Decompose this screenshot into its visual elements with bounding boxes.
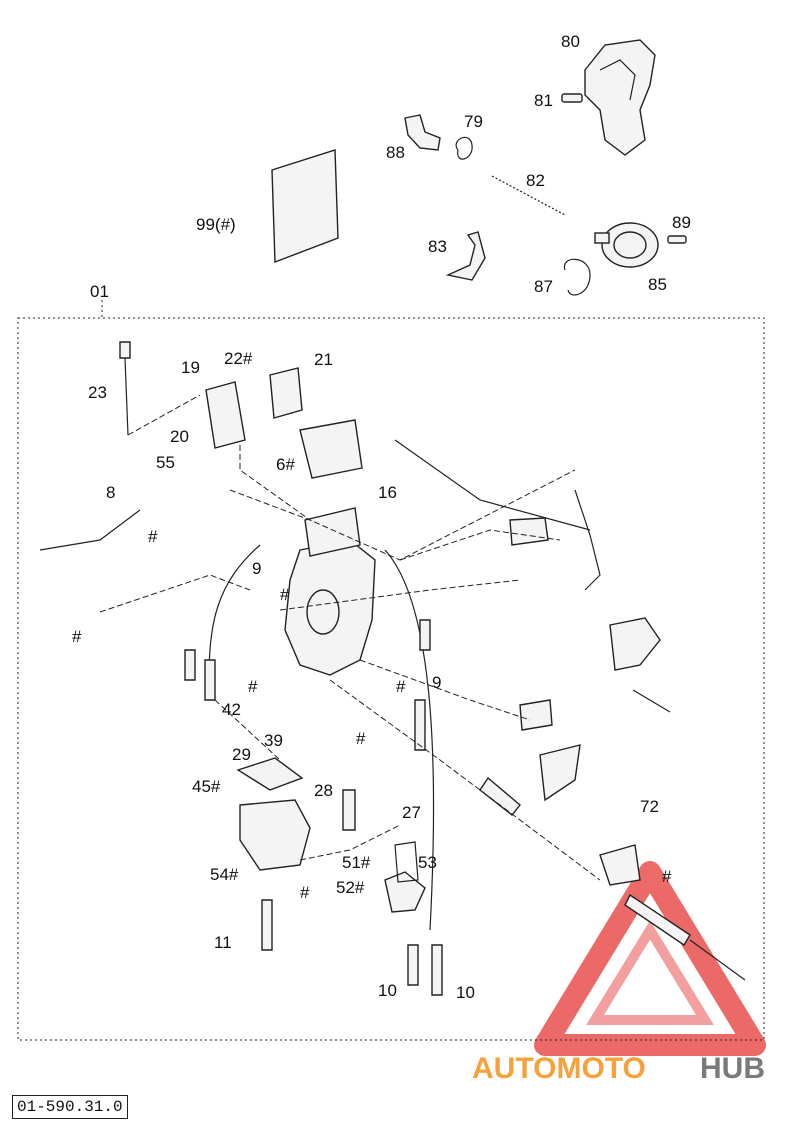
label-87: 87 [534,277,553,296]
label-79: 79 [464,112,483,131]
label-29: 29 [232,745,251,764]
label-52: 52# [336,878,365,897]
float-bowl [236,757,311,871]
label-88: 88 [386,143,405,162]
cables-and-hoses [39,341,601,996]
gasket-sheet-99 [271,149,339,264]
label-53: 53 [418,853,437,872]
clip-79 [455,136,473,160]
label-hash-f: # [356,729,366,748]
label-10-right: 10 [456,983,475,1002]
label-83: 83 [428,237,447,256]
screw-89 [667,235,687,244]
screw-81 [561,93,583,103]
label-72: 72 [640,797,659,816]
label-9-left: 9 [252,559,261,578]
label-54: 54# [210,865,239,884]
label-55: 55 [156,453,175,472]
label-hash-c: # [72,627,82,646]
label-8: 8 [106,483,115,502]
label-group-01: 01 [90,282,109,301]
label-hash-b: # [280,585,290,604]
label-80: 80 [561,32,580,51]
spring-82 [491,175,566,216]
label-42: 42 [222,700,241,719]
label-81: 81 [534,91,553,110]
assembly-lines [99,394,601,881]
label-45: 45# [192,777,221,796]
o-ring-87 [563,258,591,296]
label-28: 28 [314,781,333,800]
label-16: 16 [378,483,397,502]
label-39: 39 [264,731,283,750]
label-21: 21 [314,350,333,369]
label-82: 82 [526,171,545,190]
label-20: 20 [170,427,189,446]
label-19: 19 [181,358,200,377]
adapter-85 [594,222,659,268]
label-hash-g: # [300,883,310,902]
hose-88 [404,114,441,151]
label-51: 51# [342,853,371,872]
label-85: 85 [648,275,667,294]
watermark-text-automoto: AUTOMOTO [472,1052,646,1085]
label-hash-a: # [148,527,158,546]
label-23: 23 [88,383,107,402]
watermark-text: AUTOMOTO HUB [472,1052,765,1085]
bracket-83 [445,231,486,281]
label-9-right: 9 [432,673,441,692]
label-22: 22# [224,349,253,368]
label-27: 27 [402,803,421,822]
watermark-text-hub: HUB [700,1052,765,1085]
label-89: 89 [672,213,691,232]
label-99: 99(#) [196,215,236,234]
drawing-code: 01-590.31.0 [12,1095,128,1119]
throttle-shaft-assembly [479,517,746,981]
watermark-logo [534,861,766,1056]
label-hash-e: # [396,677,406,696]
label-11: 11 [214,933,232,952]
label-6: 6# [276,455,295,474]
accelerator-pump [384,841,426,913]
group-frame [17,300,765,1041]
callout-labels: 80 81 79 88 82 99(#) 83 89 87 85 01 23 1… [72,32,691,1002]
throttle-cover-80 [584,39,656,156]
label-10-left: 10 [378,981,397,1000]
carburetor-body [205,367,376,676]
label-hash-h: # [662,867,672,886]
label-hash-d: # [248,677,258,696]
